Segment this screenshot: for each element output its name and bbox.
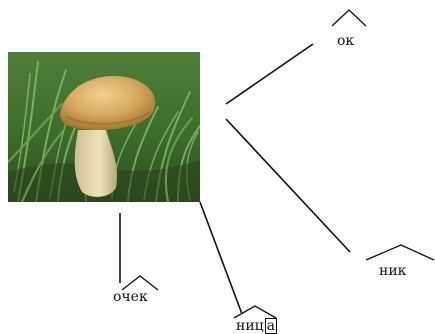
word-nica-ending: а (267, 318, 275, 334)
word-ok-text: ок (337, 33, 354, 49)
word-ochek-text: очек (113, 289, 148, 305)
line-to-ok (226, 44, 313, 104)
mushroom-photo (8, 52, 200, 202)
word-nica-ending-box: а (265, 318, 277, 334)
suffix-word-ok: ок (337, 34, 354, 48)
suffix-arc-nik (366, 245, 434, 260)
suffix-arc-ok (332, 10, 366, 26)
line-to-nik (226, 119, 350, 252)
suffix-word-nik: ник (379, 264, 406, 278)
word-nica-stem: ниц (236, 318, 264, 334)
word-nik-text: ник (379, 263, 406, 279)
mushroom-illustration (8, 52, 200, 202)
suffix-word-ochek: очек (113, 290, 148, 304)
line-to-nica (200, 202, 242, 314)
suffix-arc-ochek (122, 276, 158, 290)
